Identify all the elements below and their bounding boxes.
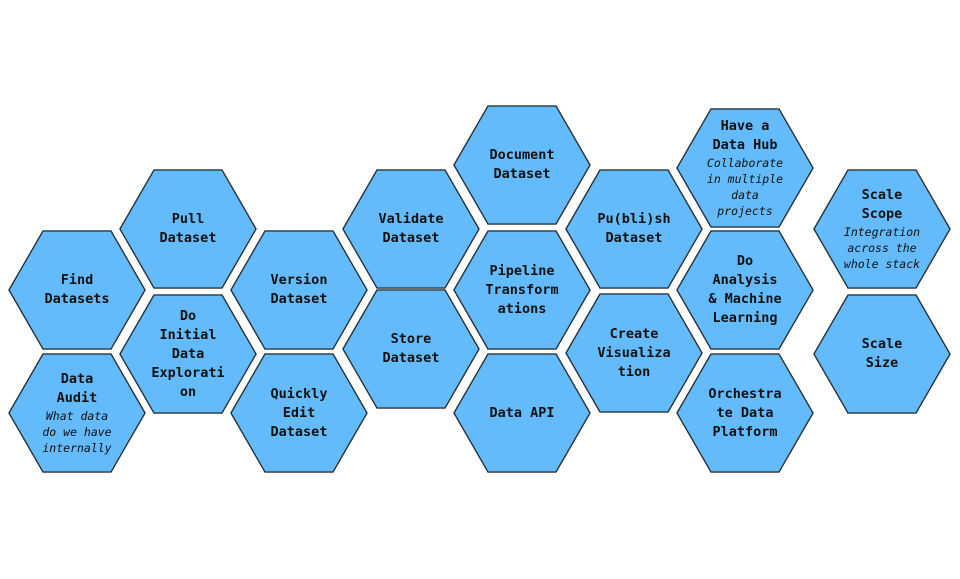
hex-have-a-data-hub: Have a Data Hub Collaborate in multiple … <box>676 108 814 228</box>
hex-shape <box>119 169 257 289</box>
hex-title: Validate Dataset <box>378 211 444 246</box>
hex-shape <box>230 230 368 350</box>
hex-validate-dataset: Validate Dataset <box>342 169 480 289</box>
hex-title: Orchestra te Data Platform <box>708 385 782 440</box>
hex-document-dataset: Document Dataset <box>453 105 591 225</box>
hex-shape <box>453 105 591 225</box>
hex-title: Pull Dataset <box>159 211 217 246</box>
hex-do-initial-data-exploration: Do Initial Data Explorati on <box>119 294 257 414</box>
hex-subtitle: What data do we have internally <box>42 409 112 455</box>
hex-data-api: Data API <box>453 353 591 473</box>
hex-shape <box>813 294 951 414</box>
hex-shape <box>676 230 814 350</box>
hex-store-dataset: Store Dataset <box>342 289 480 409</box>
hex-title: Scale Scope <box>861 187 903 222</box>
hex-shape <box>119 294 257 414</box>
hex-quickly-edit-dataset: Quickly Edit Dataset <box>230 353 368 473</box>
hex-shape <box>453 230 591 350</box>
hex-shape <box>230 353 368 473</box>
hex-title: Version Dataset <box>270 272 328 307</box>
hex-shape <box>8 230 146 350</box>
hex-title: Create Visualiza tion <box>597 325 671 380</box>
hex-title: Do Initial Data Explorati on <box>151 307 225 400</box>
hex-pull-dataset: Pull Dataset <box>119 169 257 289</box>
hex-shape <box>8 353 146 473</box>
hex-orchestrate-data-platform: Orchestra te Data Platform <box>676 353 814 473</box>
hex-scale-scope: Scale Scope Integration across the whole… <box>813 169 951 289</box>
hex-title: Scale Size <box>861 336 903 371</box>
hex-title: Pu(bli)sh Dataset <box>597 211 671 246</box>
hex-publish-dataset: Pu(bli)sh Dataset <box>565 169 703 289</box>
hex-shape <box>342 169 480 289</box>
hex-scale-size: Scale Size <box>813 294 951 414</box>
hex-find-datasets: Find Datasets <box>8 230 146 350</box>
hex-version-dataset: Version Dataset <box>230 230 368 350</box>
hex-title: Quickly Edit Dataset <box>270 385 328 440</box>
hex-title: Pipeline Transform ations <box>485 262 559 317</box>
hex-data-audit: Data Audit What data do we have internal… <box>8 353 146 473</box>
hex-shape <box>453 353 591 473</box>
hex-shape <box>813 169 951 289</box>
hex-shape <box>676 353 814 473</box>
hex-subtitle: Collaborate in multiple data projects <box>706 156 784 218</box>
hex-title: Document Dataset <box>489 147 555 182</box>
hex-title: Data Audit <box>56 371 98 406</box>
hex-create-visualization: Create Visualiza tion <box>565 293 703 413</box>
hex-shape <box>565 169 703 289</box>
hex-title: Find Datasets <box>44 272 110 307</box>
hex-shape <box>565 293 703 413</box>
hex-title: Data API <box>489 404 555 421</box>
hex-pipeline-transformations: Pipeline Transform ations <box>453 230 591 350</box>
hex-do-analysis-machine-learning: Do Analysis & Machine Learning <box>676 230 814 350</box>
hex-shape <box>342 289 480 409</box>
hex-title: Store Dataset <box>382 331 440 366</box>
hex-shape <box>676 108 814 228</box>
hex-subtitle: Integration across the whole stack <box>843 225 921 271</box>
hex-title: Have a Data Hub <box>712 118 778 153</box>
hex-title: Do Analysis & Machine Learning <box>708 253 782 326</box>
